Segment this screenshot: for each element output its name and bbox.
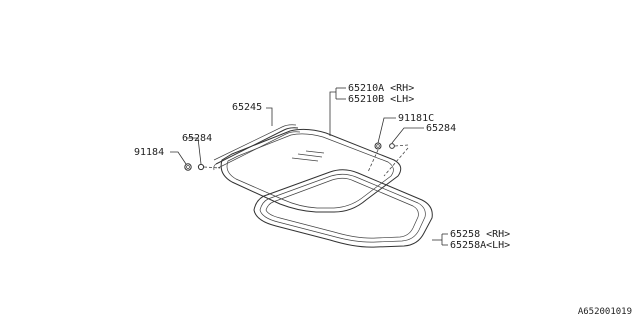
label-65284-left: 65284 xyxy=(182,133,212,144)
label-65258: 65258 <RH> xyxy=(450,229,510,240)
left-clip-fastener xyxy=(184,163,221,171)
label-65284-right: 65284 xyxy=(426,123,456,134)
leader-lines xyxy=(170,87,448,246)
molding-strip xyxy=(213,124,301,171)
label-65210a: 65210A <RH> xyxy=(348,83,414,94)
label-91181c: 91181C xyxy=(398,113,434,124)
weatherstrip-seal xyxy=(253,169,433,248)
label-91184: 91184 xyxy=(134,147,164,158)
right-clip-fastener xyxy=(367,142,409,177)
label-65258a: 65258A<LH> xyxy=(450,240,510,251)
label-65210b: 65210B <LH> xyxy=(348,94,414,105)
figure-code: A652001019 xyxy=(578,307,632,317)
label-65245: 65245 xyxy=(232,102,262,113)
window-glass xyxy=(220,128,402,213)
